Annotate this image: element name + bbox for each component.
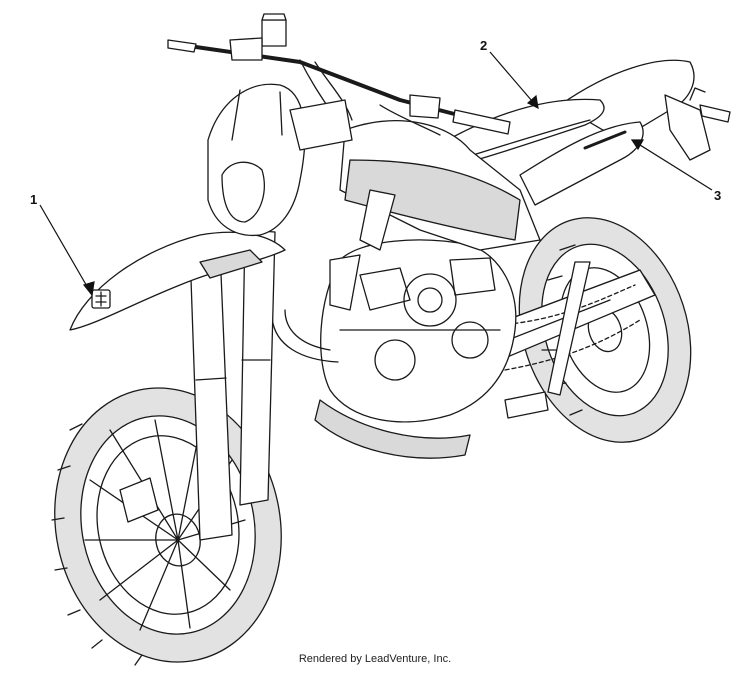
handlebars bbox=[167, 13, 511, 136]
render-credit: Rendered by LeadVenture, Inc. bbox=[298, 653, 452, 665]
callout-2-arrowhead bbox=[526, 94, 539, 110]
callout-leaders bbox=[39, 51, 713, 297]
exhaust-pipe bbox=[271, 309, 339, 363]
brake-caliper bbox=[119, 477, 159, 523]
callout-1-arrowhead bbox=[82, 281, 95, 297]
callout-3-leader bbox=[631, 139, 713, 191]
callout-2-label: 2 bbox=[480, 38, 487, 53]
callout-3-arrowhead bbox=[630, 139, 645, 151]
front-fender bbox=[69, 231, 286, 331]
front-fork bbox=[189, 229, 276, 541]
callout-3-label: 3 bbox=[714, 188, 721, 203]
side-stand bbox=[504, 261, 591, 419]
headlight-mask bbox=[207, 83, 306, 237]
triple-clamp bbox=[289, 99, 353, 151]
callout-1-leader bbox=[39, 204, 93, 296]
skid-plate bbox=[314, 399, 471, 459]
callout-2-leader bbox=[489, 51, 539, 109]
frame-and-shroud bbox=[329, 120, 541, 311]
callout-1-label: 1 bbox=[30, 192, 37, 207]
side-panel bbox=[519, 121, 644, 206]
engine bbox=[320, 239, 517, 423]
callout-labels: 1 2 3 bbox=[30, 38, 721, 207]
